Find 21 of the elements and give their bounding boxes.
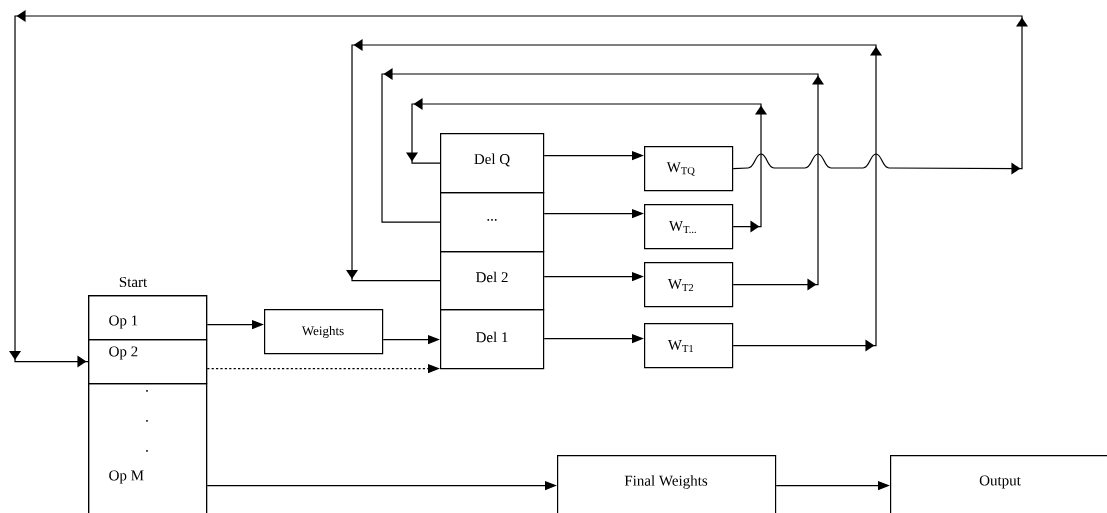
weight-box: W$_{T2}$: [644, 262, 734, 308]
arrow: [381, 68, 824, 291]
dot: .: [146, 450, 148, 452]
process-box: Final Weights: [557, 455, 777, 513]
dot: .: [146, 420, 148, 422]
weight-box: W$_{T1}$: [644, 323, 734, 369]
delay-cell: Del Q: [440, 133, 545, 194]
weight-box: W$_{T...}$: [644, 204, 734, 250]
delay-cell: Del 1: [440, 309, 545, 370]
delay-cell: Del 2: [440, 251, 545, 311]
output-box: Output: [890, 455, 1107, 513]
arrow: [346, 39, 882, 352]
arrow: [406, 98, 767, 233]
weight-box: W$_{TQ}$: [644, 146, 734, 192]
delay-cell: ...: [440, 192, 545, 253]
op-cell: Op 2: [88, 339, 208, 385]
node-label: Start: [119, 276, 148, 288]
process-box: Weights: [264, 309, 384, 355]
dot: .: [146, 390, 148, 392]
arrow: [9, 10, 1028, 368]
op-cell: Op 1: [88, 295, 208, 341]
